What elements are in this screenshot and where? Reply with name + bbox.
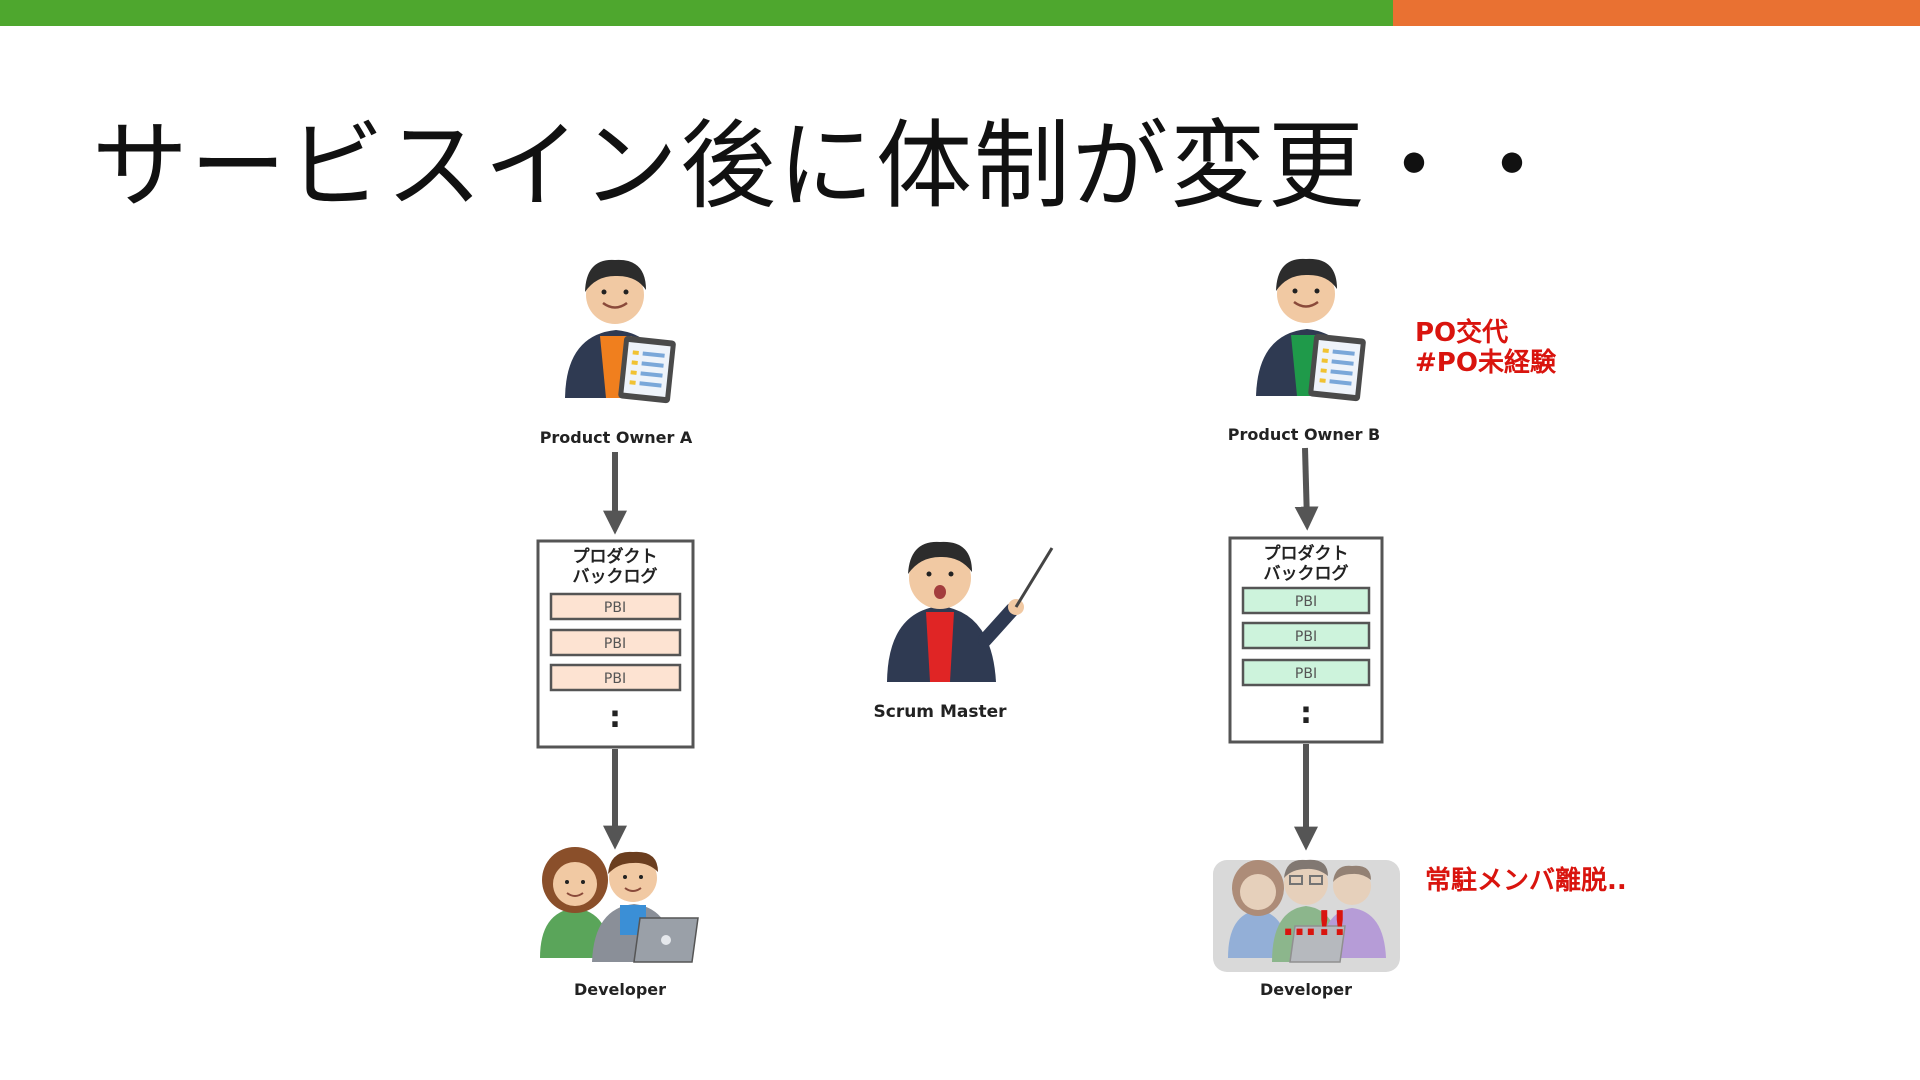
pbi-item-label: PBI [1295, 666, 1317, 682]
member-leave-note: 常駐メンバ離脱.. [1425, 866, 1627, 896]
developer-right-label: Developer [1260, 980, 1352, 999]
pbi-item [549, 663, 682, 692]
po-change-note-line2: #PO未経験 [1415, 348, 1556, 378]
backlog-title-line2: バックログ [573, 566, 658, 587]
developer-team-right-figure: …!! [1213, 859, 1400, 972]
product-backlog-right: プロダクト バックログ PBI PBI PBI : [1228, 536, 1384, 744]
developer-team-left-figure [540, 847, 699, 963]
pbi-item-label: PBI [1295, 629, 1317, 645]
product-owner-b-figure [1256, 258, 1366, 402]
scrum-master-label: Scrum Master [874, 702, 1008, 722]
laptop-icon [1289, 925, 1346, 963]
backlog-title-line1: プロダクト [1264, 543, 1349, 564]
person-icon [1320, 865, 1386, 958]
pbi-item-label: PBI [1295, 594, 1317, 610]
person-icon [887, 541, 1024, 682]
pbi-item-label: PBI [604, 636, 626, 652]
arrow-po-to-backlog-right [1294, 447, 1319, 531]
product-owner-a-label: Product Owner A [540, 428, 693, 447]
developer-left-label: Developer [574, 980, 666, 999]
pbi-item [1241, 658, 1371, 687]
pbi-item [549, 628, 682, 657]
backlog-title-line1: プロダクト [573, 546, 658, 567]
tablet-icon [1308, 333, 1366, 402]
backlog-title-line2: バックログ [1264, 563, 1349, 584]
pbi-item [1241, 586, 1371, 615]
top-bar-orange [1393, 0, 1920, 26]
pbi-item [549, 592, 682, 621]
slide-title: サービスイン後に体制が変更・・ [92, 110, 1562, 222]
product-owner-a-figure [565, 259, 676, 404]
product-backlog-left: プロダクト バックログ PBI PBI PBI : [536, 539, 695, 749]
po-change-note: PO交代 #PO未経験 [1415, 318, 1556, 378]
pbi-item-label: PBI [604, 600, 626, 616]
person-icon [540, 847, 610, 958]
top-bar-green [0, 0, 1393, 26]
pointer-stick-icon [1014, 547, 1054, 608]
backlog-more-indicator: : [609, 700, 621, 735]
scrum-master-figure [887, 541, 1054, 682]
pbi-item-label: PBI [604, 671, 626, 687]
tablet-icon [618, 335, 676, 404]
po-change-note-line1: PO交代 [1415, 318, 1509, 348]
laptop-icon [633, 917, 699, 963]
pbi-item [1241, 621, 1371, 650]
surprise-exclamation-mark: …!! [1282, 904, 1347, 944]
backlog-more-indicator: : [1300, 696, 1312, 731]
product-owner-b-label: Product Owner B [1228, 425, 1380, 444]
